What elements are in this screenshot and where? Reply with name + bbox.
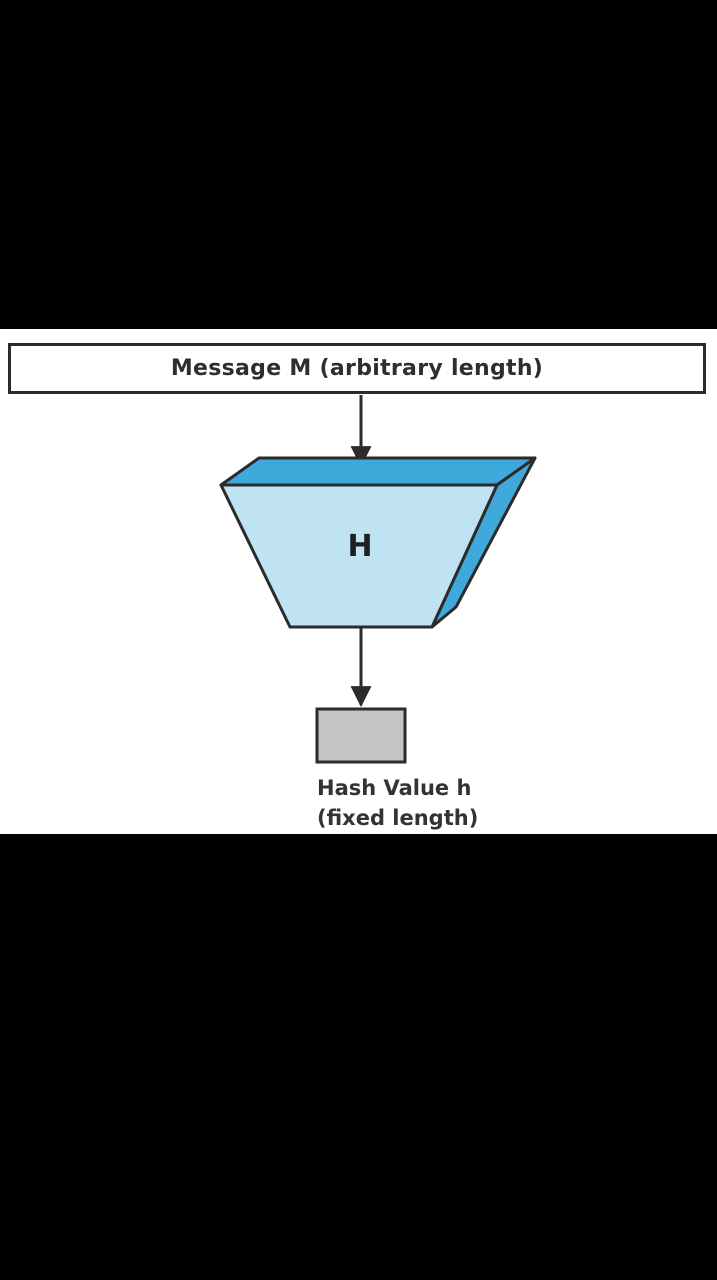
message-label: Message M (arbitrary length) [170, 356, 544, 381]
top-black-band [0, 0, 717, 329]
hash-value-box [315, 707, 407, 764]
funnel-top-face [219, 456, 537, 487]
hash-function-funnel [219, 483, 499, 629]
diagram-drawing [219, 395, 537, 764]
message-box: Message M (arbitrary length) [8, 343, 706, 394]
bottom-black-band [0, 834, 717, 1280]
hash-function-label: H [347, 529, 373, 564]
hash-value-title: Hash Value h [317, 776, 472, 800]
hash-value-label: Hash Value h (fixed length) [317, 773, 478, 833]
hash-diagram: Message M (arbitrary length) H Hash Valu… [0, 329, 717, 834]
hash-value-subtitle: (fixed length) [317, 806, 479, 830]
